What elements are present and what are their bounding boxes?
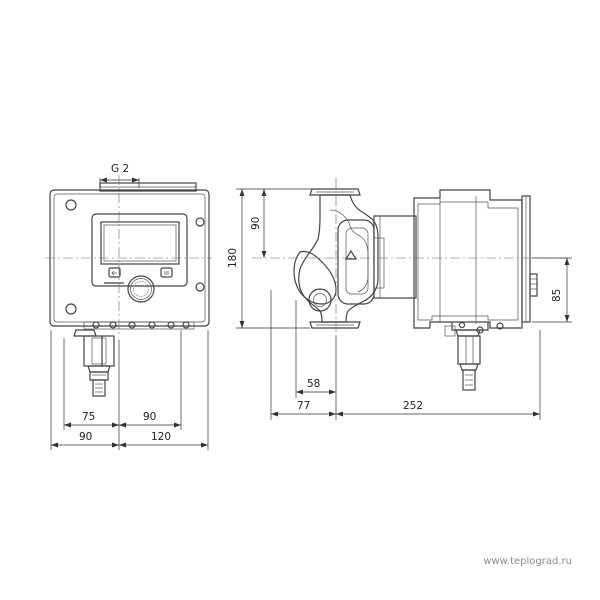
mount-hole-top-right [195, 217, 205, 227]
button-left-icon [108, 267, 121, 278]
dial-knob-icon [127, 275, 155, 303]
mount-hole-bottom-right [195, 282, 205, 292]
mount-hole-top-left [65, 199, 77, 211]
dim-total-depth: 252 [403, 400, 423, 412]
terminal-strip [83, 321, 195, 330]
cable-gland [73, 329, 115, 397]
dim-height-total: 180 [227, 248, 239, 268]
dim-front-left-outer: 90 [79, 431, 92, 443]
dim-axis-offset: 58 [307, 378, 320, 390]
electronics-box-side [413, 189, 523, 329]
button-right-icon [160, 267, 173, 278]
dim-front-right-outer: 120 [151, 431, 171, 443]
dim-pump-half-length: 77 [297, 400, 310, 412]
front-dimensions: G 2 75 90 90 120 [50, 163, 209, 450]
dim-thread-label: G 2 [111, 163, 129, 175]
dim-height-half: 90 [250, 217, 262, 230]
dim-front-left-inner: 75 [82, 411, 95, 423]
front-view [45, 175, 212, 397]
control-panel [91, 213, 188, 287]
mount-hole-bottom-left [65, 303, 77, 315]
dim-front-right-inner: 90 [143, 411, 156, 423]
vent-screw-icon [308, 288, 332, 312]
watermark-text: www.teplograd.ru [483, 556, 572, 567]
side-dimensions: 180 90 58 77 252 85 [227, 188, 572, 420]
display-screen [100, 221, 180, 265]
dim-side-height: 85 [551, 289, 563, 302]
side-view [252, 178, 570, 391]
side-cable-gland [444, 325, 481, 391]
pump-housing [298, 194, 379, 323]
